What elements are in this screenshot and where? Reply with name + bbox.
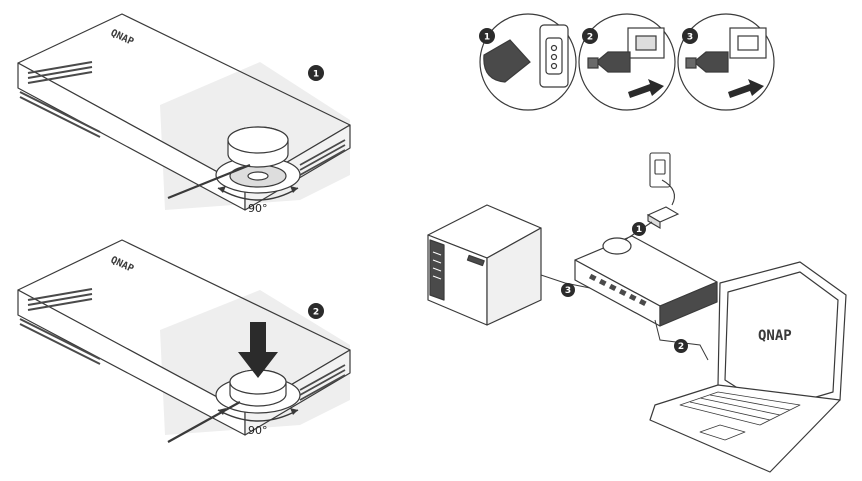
device-top-logo: QNAP [109,28,135,48]
laptop-icon [649,261,847,473]
svg-text:2: 2 [678,342,684,352]
rotate-arrow-icon [217,187,299,201]
device-top [17,13,351,211]
laptop-keyboard [679,391,801,426]
connector-power [479,13,577,111]
laptop-touchpad [699,424,746,441]
connector-power-badge: 1 [479,28,495,44]
device-top-vents-right [299,139,346,176]
connector-ethernet-b [677,13,775,111]
insert-arrow-icon [628,79,664,98]
connector-ethernet-b-badge: 3 [682,28,698,44]
connector-ethernet-a-badge: 2 [582,28,598,44]
svg-text:2: 2 [587,33,593,43]
screwdriver-icon [167,163,251,200]
power-plug-icon [483,39,531,83]
connector-ethernet-a [578,13,676,111]
svg-text:1: 1 [636,225,642,235]
device-bottom-vents-left [19,288,101,365]
svg-text:1: 1 [484,33,490,43]
laptop-screen-logo: QNAP [758,328,792,344]
device-bottom-angle: 90° [248,424,268,437]
device-bottom-step-badge: 2 [308,303,324,319]
device-top-vents-left [19,61,101,138]
device-bottom-vents-right [299,364,346,401]
device-top-angle: 90° [248,202,268,215]
device-bottom [17,239,351,443]
screwdriver-icon-2 [167,401,241,443]
svg-text:2: 2 [313,308,319,318]
nas-step-badge: 3 [561,283,575,297]
insert-arrow-icon-2 [728,79,764,98]
svg-text:3: 3 [687,33,693,43]
router-icon [574,235,718,327]
laptop-step-badge: 2 [674,339,688,353]
ethernet-plug-icon [595,51,631,73]
rotate-arrow-icon-2 [217,409,299,422]
wall-outlet-icon [627,152,680,239]
power-step-badge: 1 [632,222,646,236]
svg-text:1: 1 [313,70,319,80]
device-top-step-badge: 1 [308,65,324,81]
device-bottom-logo: QNAP [109,255,135,275]
nas-device-icon [427,204,542,326]
push-down-arrow-icon [238,322,278,378]
svg-text:3: 3 [565,286,571,296]
ethernet-plug-icon-2 [693,51,729,73]
